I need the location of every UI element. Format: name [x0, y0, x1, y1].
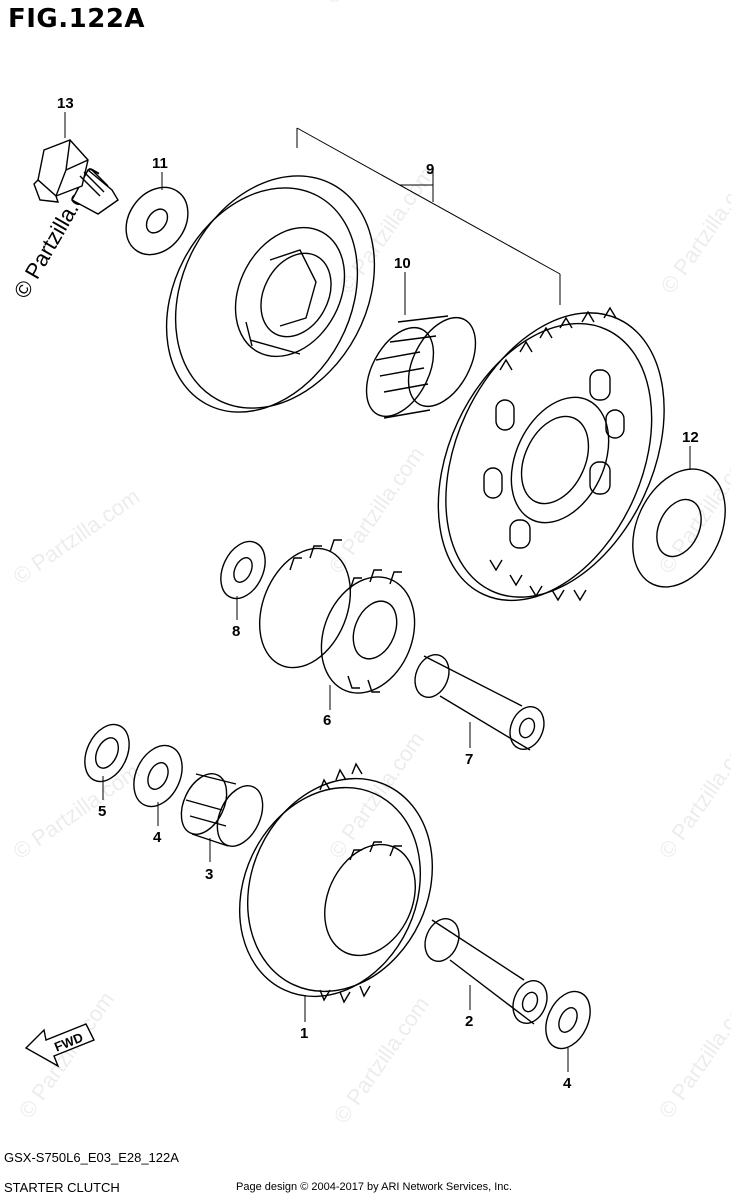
- diagram-code: GSX-S750L6_E03_E28_122A: [4, 1150, 179, 1165]
- part-9-starter-gear: [437, 306, 665, 602]
- figure-title: FIG.122A: [8, 4, 146, 34]
- callout-6: 6: [323, 712, 331, 729]
- watermark: © Partzilla.com: [334, 162, 440, 298]
- part-9-clutch-housing: [165, 175, 376, 413]
- watermark: © Partzilla.com: [14, 987, 120, 1123]
- part-4-washer-upper: [133, 744, 183, 808]
- callout-7: 7: [465, 751, 473, 768]
- callout-10: 10: [394, 255, 411, 272]
- callout-5: 5: [98, 803, 106, 820]
- watermark: © Partzilla.com: [654, 987, 731, 1123]
- page-credit: Page design © 2004-2017 by ARI Network S…: [236, 1181, 512, 1193]
- callout-3: 3: [205, 866, 213, 883]
- callout-1: 1: [300, 1025, 308, 1042]
- part-5-washer: [84, 723, 130, 783]
- part-10-needle-bearing: [365, 315, 477, 419]
- part-6-idle-gear: [258, 539, 416, 694]
- watermark: © Partzilla.com: [654, 442, 731, 578]
- callout-13: 13: [57, 95, 74, 112]
- part-7-shaft: [414, 654, 545, 751]
- part-13-bolt: [33, 139, 119, 215]
- callout-4-lower: 4: [563, 1075, 572, 1092]
- callout-4-upper: 4: [153, 829, 162, 846]
- callout-12: 12: [682, 429, 699, 446]
- part-12-washer: [632, 468, 726, 588]
- part-9-bracket: [296, 127, 561, 305]
- diagram-description: STARTER CLUTCH: [4, 1180, 120, 1195]
- part-4-washer-lower: [545, 990, 591, 1050]
- watermark: © Partzilla.com: [656, 162, 731, 298]
- callout-2: 2: [465, 1013, 473, 1030]
- watermark: © Partzilla.com: [654, 727, 731, 863]
- part-8-washer: [220, 540, 266, 600]
- watermark: © Partzilla.com: [9, 484, 145, 590]
- callout-labels: 13 11 9 10 12 8 6 7 5 4 3 1 2 4: [57, 95, 699, 1092]
- part-3-needle-bearing: [180, 773, 264, 847]
- callout-8: 8: [232, 623, 240, 640]
- callout-11: 11: [152, 155, 168, 172]
- part-1-driven-gear: [238, 762, 434, 1004]
- watermark: © Partzilla.com: [329, 992, 435, 1128]
- callout-9: 9: [426, 161, 434, 178]
- watermark: © Partzilla.com: [320, 0, 426, 8]
- part-2-shaft: [424, 918, 548, 1025]
- watermark: © Partzilla.com: [9, 759, 145, 865]
- part-11-washer: [125, 186, 189, 256]
- watermark-layer: © Partzilla.com © Partzilla.com © Partzi…: [9, 0, 731, 1128]
